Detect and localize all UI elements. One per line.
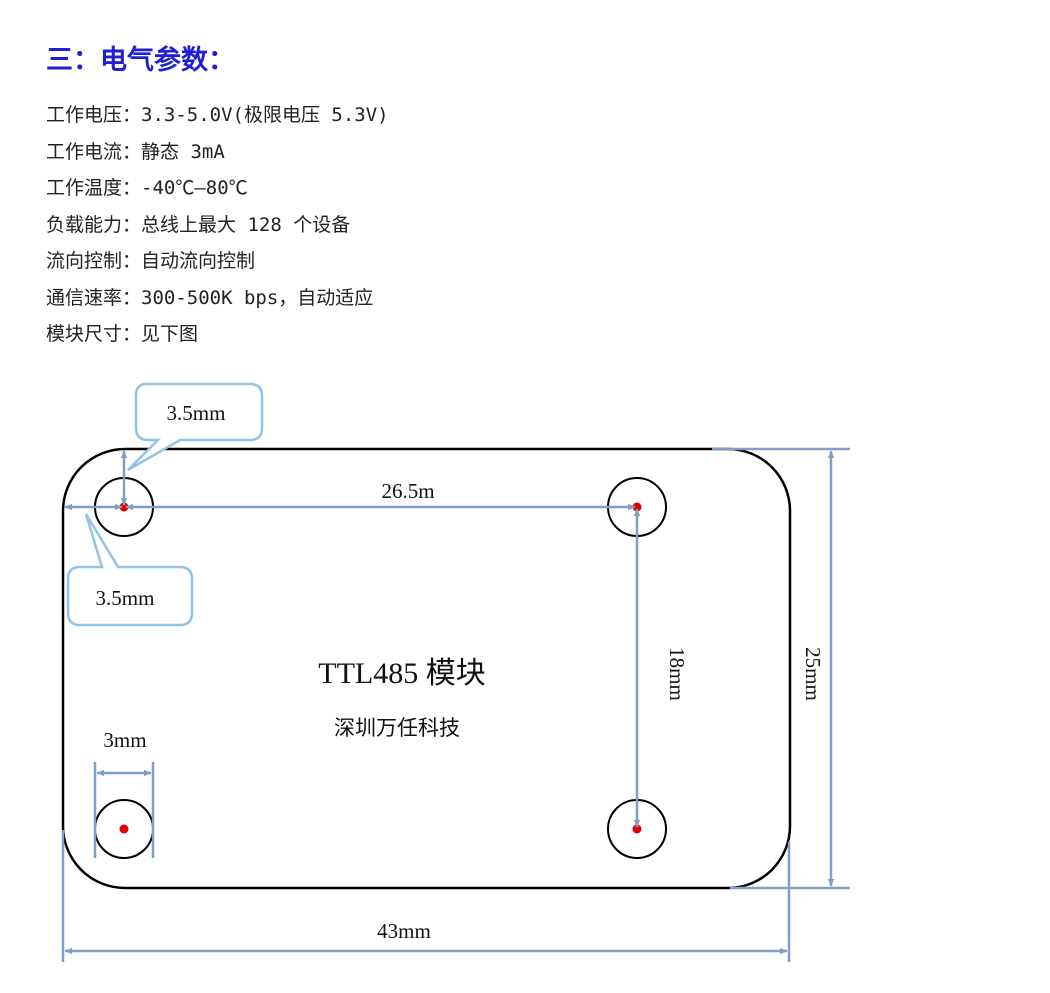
spec-current: 工作电流：静态 3mA [46,140,225,163]
section-heading: 三：电气参数： [46,45,235,76]
label-height: 25mm [801,647,825,701]
module-title: TTL485 模块 [318,657,485,690]
board-outline [61,447,792,890]
hole-center-dot [119,824,129,834]
callout-top-label: 3.5mm [167,401,226,425]
callout-left: 3.5mm [66,513,194,627]
spec-list: 工作电压：3.3-5.0V(极限电压 5.3V) 工作电流：静态 3mA 工作温… [46,97,389,353]
spec-flow-control: 流向控制：自动流向控制 [46,250,256,272]
spec-baud-rate: 通信速率：300-500K bps，自动适应 [46,286,374,309]
label-hole-spacing-v: 18mm [665,647,689,701]
spec-temperature: 工作温度：-40℃—80℃ [46,177,248,199]
spec-load: 负载能力：总线上最大 128 个设备 [46,213,351,236]
spec-voltage: 工作电压：3.3-5.0V(极限电压 5.3V) [46,104,389,126]
company-name: 深圳万任科技 [334,716,460,740]
callout-top: 3.5mm [127,382,264,472]
label-width: 43mm [377,919,431,943]
callout-left-label: 3.5mm [96,586,155,610]
label-hole-spacing-h: 26.5m [381,479,434,503]
label-hole-diameter: 3mm [103,728,146,752]
spec-dimensions: 模块尺寸：见下图 [46,323,199,345]
